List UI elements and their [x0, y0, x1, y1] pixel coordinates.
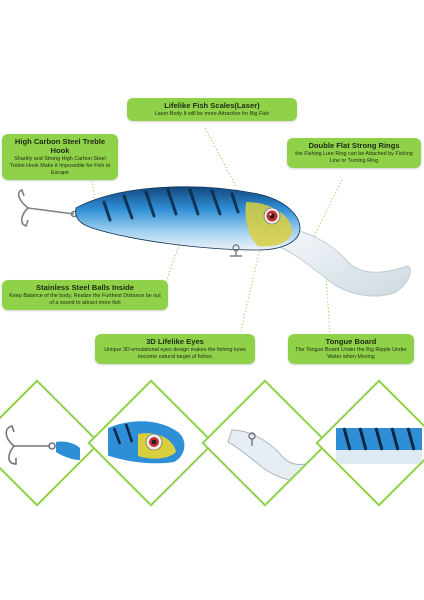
tongue-board-detail-image: [227, 429, 313, 482]
thumbnail-scales-detail: [315, 379, 424, 507]
scales-detail-image: [326, 427, 424, 464]
callout-hook: High Carbon Steel Treble Hook Sharkly an…: [2, 134, 118, 180]
belly-ring: [230, 244, 242, 257]
callout-tongue-title: Tongue Board: [325, 337, 377, 346]
callout-scales: Lifelike Fish Scales(Laser) Laser Body I…: [127, 98, 297, 121]
callout-balls-title: Stainless Steel Balls Inside: [36, 283, 134, 292]
hook-detail-image: [5, 425, 80, 465]
callout-rings-desc: the Fishing Lure Ring can be Attached by…: [295, 151, 413, 164]
tail-treble-hook: [17, 188, 78, 228]
callout-balls: Stainless Steel Balls Inside Keep Balanc…: [2, 280, 168, 310]
tongue-board: [277, 227, 411, 297]
connector-rings: [311, 179, 343, 241]
callout-rings-title: Double Flat Strong Rings: [308, 141, 400, 150]
callout-scales-title: Lifelike Fish Scales(Laser): [164, 101, 260, 110]
callout-hook-desc: Sharkly and Strong High Carbon Steel Tre…: [9, 156, 111, 176]
eye-detail-image: [104, 421, 185, 464]
callout-eyes-desc: Unique 3D emulational eyes design makes …: [104, 347, 246, 360]
lure-image: [17, 186, 411, 297]
lure-head: [245, 202, 292, 247]
callout-eyes-title: 3D Lifelike Eyes: [146, 337, 204, 346]
callout-scales-desc: Laser Body It will be more Attractive fo…: [154, 111, 270, 117]
callout-eyes: 3D Lifelike Eyes Unique 3D emulational e…: [95, 334, 255, 364]
thumbnail-eye-detail: [87, 379, 215, 507]
callout-tongue: Tongue Board The Tongue Board Under the …: [288, 334, 414, 364]
callout-hook-title: High Carbon Steel Treble Hook: [14, 137, 106, 155]
callout-rings: Double Flat Strong Rings the Fishing Lur…: [287, 138, 421, 168]
thumbnail-hook-detail: [0, 379, 101, 507]
body-stripes: [102, 188, 240, 222]
connector-scales: [204, 127, 237, 187]
callout-tongue-desc: The Tongue Board Under the Big Ripple Un…: [295, 347, 407, 360]
callout-balls-desc: Keep Balance of the body, Realize the Fu…: [9, 293, 161, 306]
connector-eyes: [239, 213, 269, 336]
lure-body: [75, 186, 301, 251]
lure-eye: [263, 207, 281, 225]
